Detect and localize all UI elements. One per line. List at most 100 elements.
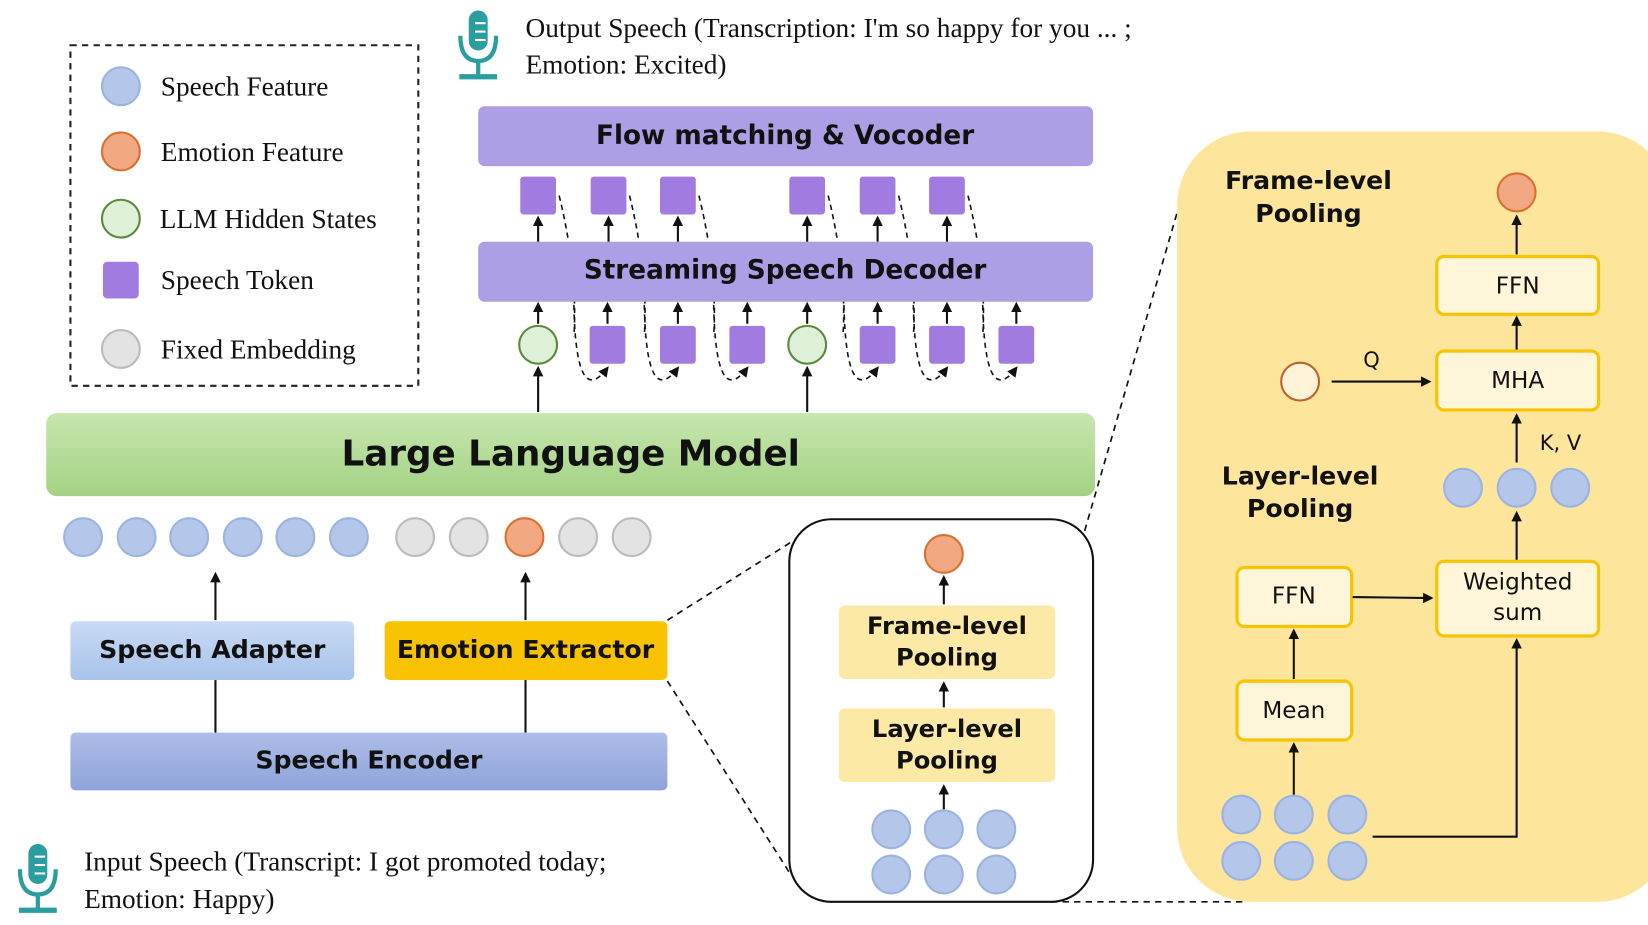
speech-feature	[1496, 467, 1537, 508]
speech-feature	[871, 854, 912, 895]
speech-token	[589, 325, 626, 364]
speech-feature	[923, 809, 964, 850]
speech-encoder-block	[70, 732, 668, 791]
fixed-embedding	[558, 517, 599, 558]
microphone-icon	[19, 844, 57, 910]
speech-feature	[222, 517, 263, 558]
output-speech-tokens	[520, 176, 985, 337]
speech-token-swatch	[103, 261, 139, 299]
speech-feature	[1550, 467, 1591, 508]
llm-hidden-state-swatch	[100, 198, 141, 239]
speech-feature	[1221, 794, 1262, 835]
llm-hidden-state	[787, 324, 828, 365]
speech-feature	[1221, 840, 1262, 881]
frame-level-label: Frame-level	[867, 612, 1027, 640]
fixed-embedding	[448, 517, 489, 558]
speech-token	[929, 176, 965, 215]
speech-feature	[169, 517, 210, 558]
decoder-label: Streaming Speech Decoder	[584, 256, 987, 286]
feedback-dashed-path	[912, 304, 949, 381]
speech-adapter-label: Speech Adapter	[99, 635, 326, 664]
layer-level-label: Layer-level	[872, 715, 1022, 743]
speech-feature-swatch	[100, 66, 141, 107]
feedback-dashed-path	[573, 304, 609, 381]
feedback-dashed-path	[698, 195, 716, 337]
mha-label: MHA	[1491, 368, 1544, 394]
decoder-inputs	[518, 301, 1035, 413]
speech-feature	[1327, 840, 1368, 881]
speech-feature	[275, 517, 316, 558]
kv-label: K, V	[1540, 430, 1582, 455]
ffn-block	[1435, 254, 1601, 316]
pooling-label: Pooling	[896, 643, 998, 671]
legend-label: Speech Feature	[161, 72, 329, 102]
speech-feature	[871, 809, 912, 850]
input-speech-line2: Emotion: Happy)	[84, 884, 274, 914]
emotion-extractor-label: Emotion Extractor	[397, 635, 655, 664]
speech-feature	[923, 854, 964, 895]
flow-matching-label: Flow matching & Vocoder	[596, 121, 974, 151]
speech-feature	[976, 854, 1017, 895]
emotion-extractor-detail: Frame-level Pooling Layer-level Pooling	[788, 518, 1095, 903]
llm-input-features	[63, 517, 652, 558]
feedback-dashed-path	[967, 195, 985, 337]
speech-token	[998, 325, 1035, 364]
pooling-title: Pooling	[1255, 199, 1361, 228]
fixed-embedding	[395, 517, 436, 558]
emotion-feature-swatch	[100, 131, 141, 172]
emotion-feature-output	[1496, 172, 1537, 213]
fixed-embedding-swatch	[100, 329, 141, 369]
output-speech-line2: Emotion: Excited)	[526, 50, 727, 80]
layer-level-pooling-block	[838, 708, 1056, 783]
legend-label: Emotion Feature	[161, 137, 344, 167]
speech-token	[590, 176, 627, 215]
feedback-dashed-path	[897, 195, 915, 337]
microphone-icon	[459, 11, 497, 77]
feedback-dashed-path	[827, 195, 845, 337]
feedback-dashed-path	[628, 195, 646, 337]
speech-feature	[116, 517, 157, 558]
frame-level-pooling-block	[838, 605, 1056, 680]
speech-feature	[976, 809, 1017, 850]
legend-label: Speech Token	[161, 265, 314, 295]
speech-feature	[1273, 794, 1314, 835]
speech-feature	[328, 517, 369, 558]
speech-token	[859, 176, 896, 215]
weighted-label: Weighted	[1463, 570, 1572, 596]
speech-feature	[1327, 794, 1368, 835]
ffn-block	[1235, 566, 1354, 629]
pooling-title: Pooling	[1247, 494, 1353, 523]
frame-level-title: Frame-level	[1225, 166, 1392, 195]
q-label: Q	[1363, 347, 1380, 372]
speech-feature	[1443, 467, 1483, 508]
feedback-dashed-path	[643, 304, 680, 381]
llm-label: Large Language Model	[341, 434, 799, 475]
legend-label: Fixed Embedding	[161, 334, 356, 364]
feedback-dashed-path	[558, 195, 576, 337]
mha-block	[1435, 349, 1601, 412]
sum-label: sum	[1493, 600, 1542, 626]
query-embedding	[1280, 361, 1321, 402]
emotion-extractor-block	[384, 621, 668, 681]
flow-matching-vocoder-block	[478, 106, 1094, 167]
feedback-dashed-path	[843, 304, 879, 381]
speech-token	[660, 176, 696, 215]
speech-encoder-label: Speech Encoder	[255, 745, 483, 774]
speech-token	[520, 176, 556, 215]
legend-label: LLM Hidden States	[160, 204, 377, 234]
speech-token	[660, 325, 696, 364]
ffn-label: FFN	[1272, 583, 1316, 609]
fixed-embedding	[611, 517, 652, 558]
input-speech-line1: Input Speech (Transcript: I got promoted…	[84, 846, 606, 876]
emotion-feature	[504, 517, 545, 558]
layer-level-title: Layer-level	[1222, 462, 1379, 491]
speech-feature	[63, 517, 103, 558]
mean-block	[1235, 679, 1354, 742]
emotion-feature-output	[923, 533, 964, 574]
weighted-sum-block	[1435, 559, 1601, 638]
legend: Speech Feature Emotion Feature LLM Hidde…	[69, 44, 420, 387]
streaming-speech-decoder-block	[478, 241, 1094, 302]
mean-label: Mean	[1262, 698, 1325, 724]
output-speech-line1: Output Speech (Transcription: I'm so hap…	[526, 13, 1132, 43]
